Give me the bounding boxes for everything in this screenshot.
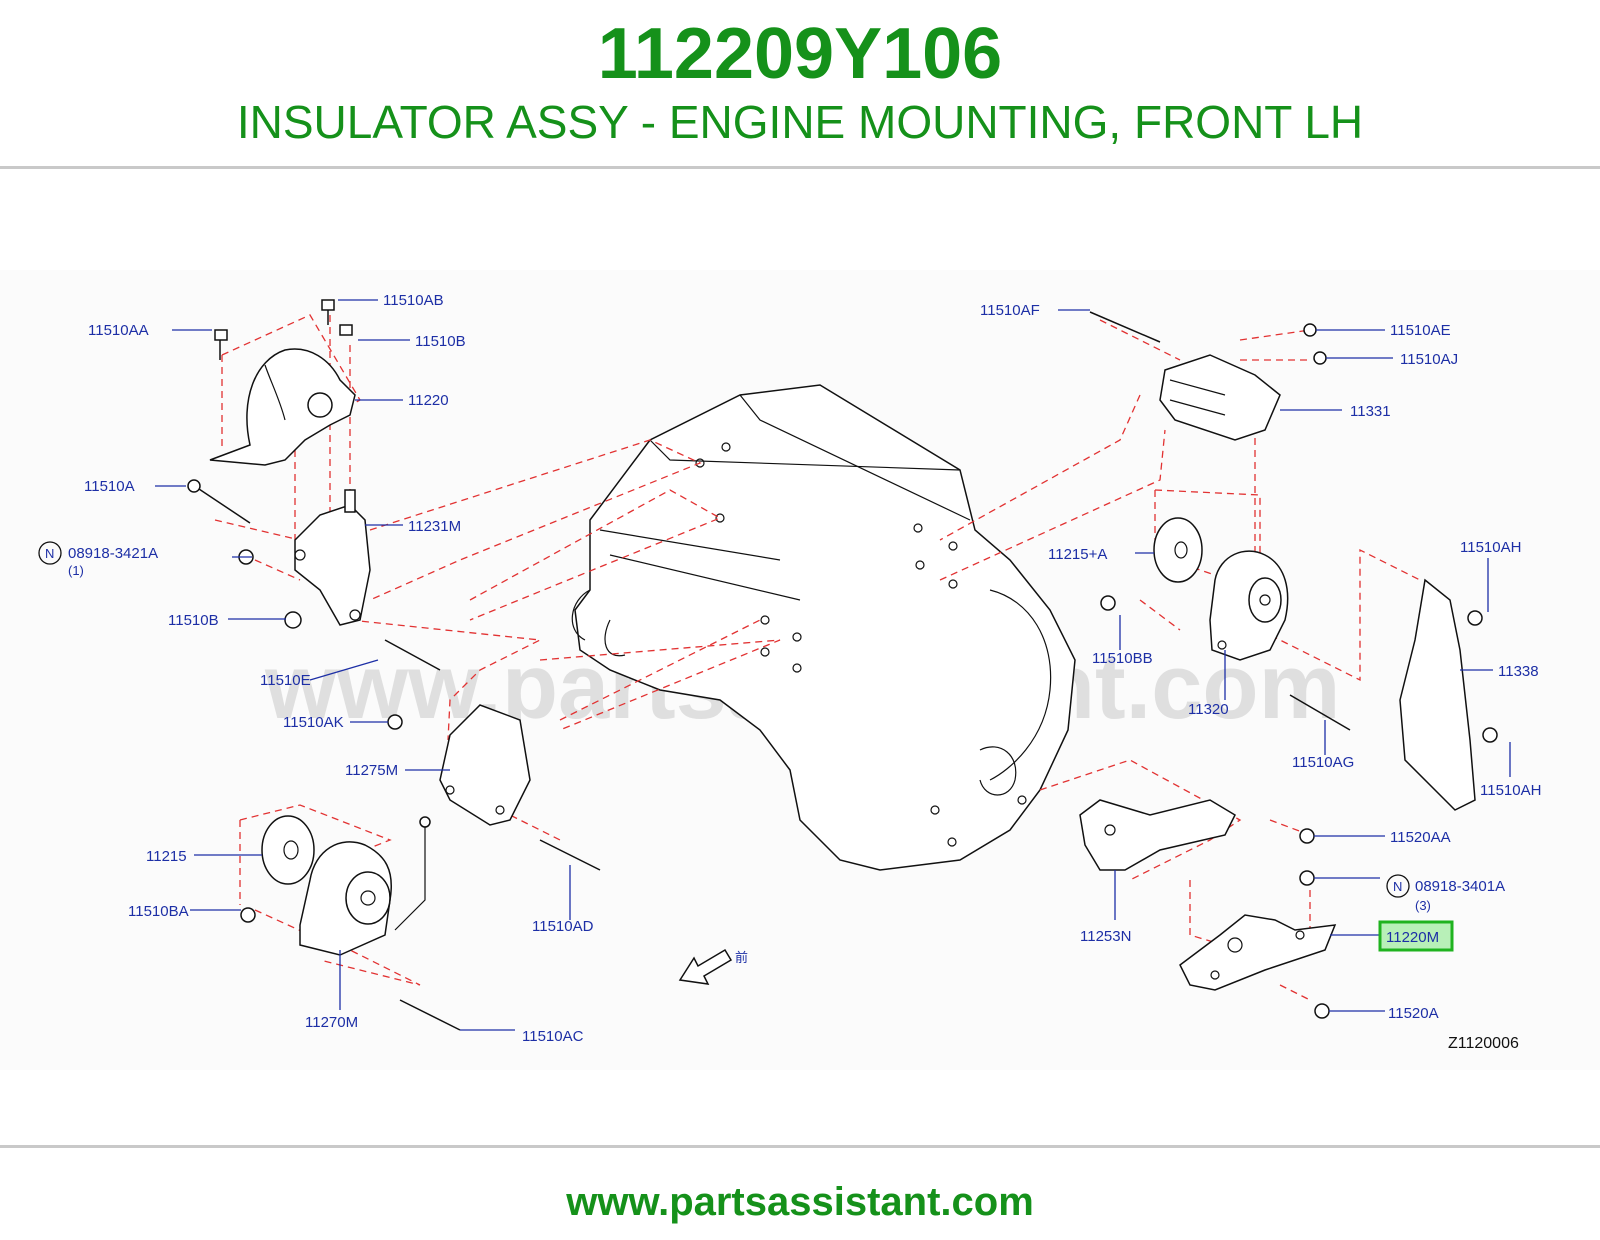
highlight-box-11220M	[1378, 920, 1454, 952]
callout-11510B[interactable]: 11510B	[415, 333, 466, 350]
callout-leader-lines	[155, 299, 1511, 1031]
callout-11510AE[interactable]: 11510AE	[1390, 322, 1451, 339]
engine-block-illustration	[571, 384, 1076, 871]
mount-11320-illustration	[1209, 550, 1289, 661]
callout-11510A[interactable]: 11510A	[84, 478, 135, 495]
part-number-title: 112209Y106	[597, 14, 1003, 94]
footer-site-link[interactable]: www.partsassistant.com	[566, 1180, 1034, 1224]
callout-11510AK[interactable]: 11510AK	[283, 714, 344, 731]
assembly-guide-lines	[214, 314, 1421, 1001]
bracket-11275M-illustration	[439, 704, 531, 826]
mount-11220-illustration	[209, 348, 356, 466]
callout-11275M[interactable]: 11275M	[345, 762, 398, 779]
callout-08918-3401A-qty: (3)	[1415, 898, 1431, 913]
footer-divider	[0, 1145, 1600, 1148]
n-marker-letter: N	[45, 546, 54, 561]
callout-11510AC[interactable]: 11510AC	[522, 1028, 584, 1045]
callout-11510AA[interactable]: 11510AA	[88, 322, 149, 339]
callout-08918-3421A-qty: (1)	[68, 563, 84, 578]
callout-11320[interactable]: 11320	[1188, 701, 1229, 718]
callout-08918-3401A[interactable]: 08918-3401A	[1415, 878, 1505, 895]
n-marker-icon-2	[1386, 874, 1410, 898]
bracket-11331-illustration	[1159, 354, 1281, 441]
callout-11510AG[interactable]: 11510AG	[1292, 754, 1354, 771]
insulator-11220M-illustration	[1179, 914, 1337, 991]
callout-11510AF[interactable]: 11510AF	[980, 302, 1040, 319]
fastener-illustrations	[187, 299, 1498, 1031]
callout-11331[interactable]: 11331	[1350, 403, 1391, 420]
washer-11215A-illustration	[1153, 517, 1203, 583]
n-marker-icon	[38, 541, 62, 565]
callout-11510BA[interactable]: 11510BA	[128, 903, 189, 920]
bracket-11253N-illustration	[1079, 799, 1236, 871]
callout-11215A[interactable]: 11215+A	[1048, 546, 1107, 563]
bracket-11338-illustration	[1399, 578, 1476, 811]
callout-11520AA[interactable]: 11520AA	[1390, 829, 1451, 846]
callout-11510E[interactable]: 11510E	[260, 672, 311, 689]
front-direction-arrow-icon	[678, 948, 733, 985]
n-marker-letter-2: N	[1393, 879, 1402, 894]
callout-11270M[interactable]: 11270M	[305, 1014, 358, 1031]
callout-11338[interactable]: 11338	[1498, 663, 1539, 680]
callout-08918-3421A[interactable]: 08918-3421A	[68, 545, 158, 562]
callout-11510BB[interactable]: 11510BB	[1092, 650, 1153, 667]
diagram-code: Z1120006	[1448, 1035, 1519, 1052]
front-direction-glyph: 前	[735, 950, 748, 965]
callout-11510AJ[interactable]: 11510AJ	[1400, 351, 1458, 368]
washer-11215-illustration	[261, 815, 315, 885]
header-divider	[0, 166, 1600, 169]
callout-11220M-highlighted[interactable]: 11220M	[1386, 929, 1439, 946]
callout-11510B-lower[interactable]: 11510B	[168, 612, 219, 629]
callout-11510AH-upper[interactable]: 11510AH	[1460, 539, 1521, 556]
bracket-11231M-illustration	[294, 489, 371, 626]
callout-11220[interactable]: 11220	[408, 392, 449, 409]
callout-11510AB[interactable]: 11510AB	[383, 292, 444, 309]
parts-diagram: www.partsassistant.com	[0, 270, 1600, 1070]
part-description-title: INSULATOR ASSY - ENGINE MOUNTING, FRONT …	[236, 96, 1364, 148]
mount-11270M-illustration	[299, 816, 431, 956]
callout-11231M[interactable]: 11231M	[408, 518, 461, 535]
callout-11215[interactable]: 11215	[146, 848, 187, 865]
callout-11510AD[interactable]: 11510AD	[532, 918, 594, 935]
callout-11520A[interactable]: 11520A	[1388, 1005, 1439, 1022]
callout-11510AH-lower[interactable]: 11510AH	[1480, 782, 1541, 799]
callout-11253N[interactable]: 11253N	[1080, 928, 1131, 945]
